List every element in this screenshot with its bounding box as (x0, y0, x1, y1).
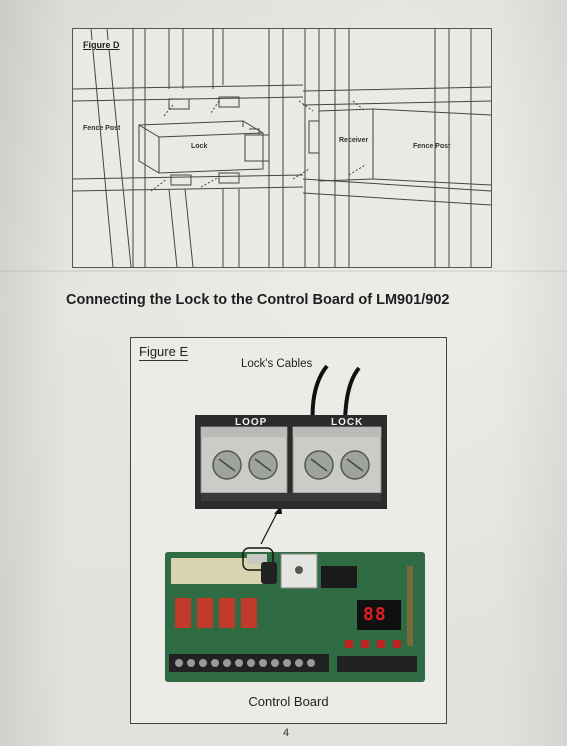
terminal-block-photo: LOOP LOCK (195, 415, 387, 509)
figure-d-title: Figure D (81, 40, 122, 50)
page-number: 4 (283, 727, 290, 739)
control-board-photo: 88 (161, 546, 429, 686)
led-display: 88 (363, 604, 387, 625)
label-fence-post-left: Fence Post (83, 125, 121, 132)
terminal-lock-label: LOCK (331, 417, 364, 428)
figure-d-drawing: Figure D Fence Post Lock Receiver Fence … (72, 28, 492, 268)
figure-e-frame: Figure E Lock's Cables (130, 337, 447, 724)
paper-fold (0, 270, 567, 272)
label-fence-post-right: Fence Post (413, 143, 451, 150)
gate-lock-line-drawing (73, 29, 491, 267)
control-board-label: Control Board (248, 694, 329, 709)
lock-cables-label: Lock's Cables (241, 358, 313, 370)
terminal-loop-label: LOOP (235, 417, 268, 428)
section-heading: Connecting the Lock to the Control Board… (66, 292, 450, 308)
label-lock: Lock (191, 143, 208, 150)
label-receiver: Receiver (339, 137, 369, 144)
figure-e-title: Figure E (139, 344, 189, 361)
